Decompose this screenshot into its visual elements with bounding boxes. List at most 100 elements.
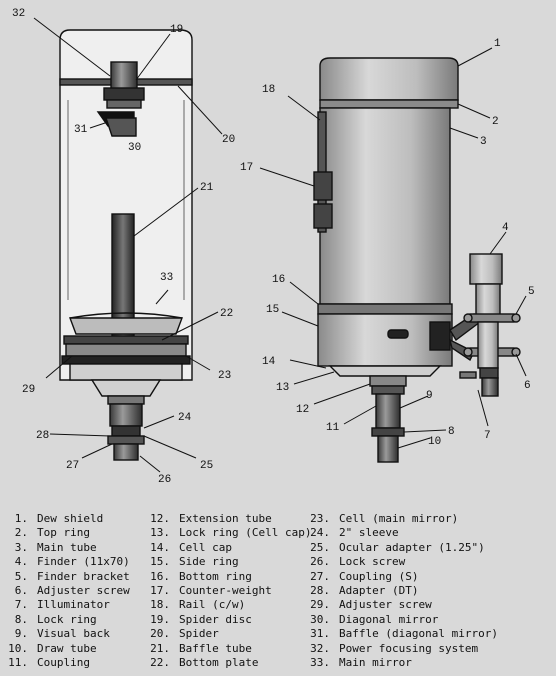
legend-item-label: Illuminator [37,598,110,612]
legend-item-label: Finder (11x70) [37,555,130,569]
legend-item-label: Coupling [37,655,90,669]
callout-30: 30 [128,142,141,154]
legend-item-number: 12. [150,512,170,525]
legend-item-number: 32. [310,641,330,655]
legend-item: 4. Finder (11x70) [4,555,130,569]
callout-8: 8 [448,426,455,438]
legend-item-label: Spider [179,627,219,641]
legend-item: 1. Dew shield [4,512,130,526]
callout-6: 6 [524,380,531,392]
callout-26: 26 [158,474,171,486]
legend-item-number: 4. [14,555,28,569]
legend-item-label: Lock ring (Cell cap) [179,526,312,540]
callout-17: 17 [240,162,253,174]
legend-item-number: 21. [150,641,170,655]
legend-item: 31.Baffle (diagonal mirror) [306,627,498,641]
legend-item: 24.2" sleeve [306,526,498,540]
legend-item-number: 29. [310,598,330,612]
legend-item-number: 30. [310,612,330,626]
callout-20: 20 [222,134,235,146]
legend-item: 17. Counter-weight [146,584,311,598]
legend-item-number: 7. [14,598,28,612]
legend-item-number: 27. [310,569,330,583]
legend-item: 16.Bottom ring [146,570,311,584]
legend-item-number: 13. [150,526,170,540]
legend-item-number: 14. [150,540,170,554]
callout-23: 23 [218,370,231,382]
legend-item: 6.Adjuster screw [4,584,130,598]
legend-item-number: 31. [310,627,330,641]
legend-item-number: 19. [150,612,170,626]
legend-item-label: Diagonal mirror [339,612,439,626]
callout-9: 9 [426,390,433,402]
callout-28: 28 [36,430,49,442]
legend-item: 7. Illuminator [4,598,130,612]
telescope-diagram: 1 2 3 4 5 6 7 8 9 10 11 12 13 14 15 16 1… [12,8,535,486]
legend-item-number: 28. [310,583,330,597]
legend-item-number: 24. [310,526,330,540]
legend-item-number: 20. [150,627,170,641]
callout-25: 25 [200,460,213,472]
legend-item-number: 26. [310,555,330,569]
legend-item-label: Bottom plate [179,655,259,669]
legend-item-label: Bottom ring [179,569,252,583]
legend-item-number: 3. [14,540,28,554]
legend-item: 9.Visual back [4,627,130,641]
legend-item-number: 17. [150,583,170,597]
callout-18: 18 [262,84,275,96]
callout-29: 29 [22,384,35,396]
legend-item-label: Top ring [37,526,90,540]
callout-15: 15 [266,304,279,316]
callout-14: 14 [262,356,276,368]
external-view [313,57,521,463]
callout-1: 1 [494,38,501,50]
legend-item-label: Lock screw [339,555,406,569]
legend-item-label: Baffle tube [179,641,252,655]
legend-item: 29. Adjuster screw [306,598,498,612]
legend-item-label: Ocular adapter (1.25") [339,540,485,554]
legend-item-label: Visual back [37,627,110,641]
legend-item: 15.Side ring [146,555,311,569]
legend-item: 30. Diagonal mirror [306,613,498,627]
legend-item-label: Adapter (DT) [339,583,419,597]
legend-item: 23.Cell (main mirror) [306,512,498,526]
callout-7: 7 [484,430,491,442]
legend-item-label: Spider disc [179,612,252,626]
legend-item: 32. Power focusing system [306,642,498,656]
legend-item-label: Main mirror [339,655,412,669]
legend-item-label: Power focusing system [339,641,479,655]
callout-4: 4 [502,222,509,234]
leader-lines [33,17,527,473]
legend-item: 19. Spider disc [146,613,311,627]
legend-item-number: 11. [8,655,28,669]
legend-item-number: 5. [14,569,28,583]
legend-item-label: Adjuster screw [37,583,130,597]
legend-item-label: Lock ring [37,612,97,626]
legend-item-number: 1. [14,512,28,525]
legend-item-label: Rail (c/w) [179,598,246,612]
legend-item: 14.Cell cap [146,541,311,555]
callout-5: 5 [528,286,535,298]
callout-10: 10 [428,436,441,448]
legend-item-number: 18. [150,598,170,612]
legend-item-label: Counter-weight [179,583,272,597]
legend-item: 25.Ocular adapter (1.25") [306,541,498,555]
legend-item-label: Coupling (S) [339,569,419,583]
legend-item-label: Finder bracket [37,569,130,583]
legend-item-label: Dew shield [37,512,104,525]
callout-12: 12 [296,404,309,416]
legend-item-number: 15. [150,555,170,569]
legend-item: 21. Baffle tube [146,642,311,656]
legend-item-number: 2. [14,526,28,540]
legend-item-number: 22. [150,655,170,669]
callout-22: 22 [220,308,233,320]
legend-item: 8.Lock ring [4,613,130,627]
legend-item: 33.Main mirror [306,656,498,670]
legend-item-label: Adjuster screw [339,598,432,612]
legend-item-label: Cell (main mirror) [339,512,459,525]
callout-31: 31 [74,124,88,136]
